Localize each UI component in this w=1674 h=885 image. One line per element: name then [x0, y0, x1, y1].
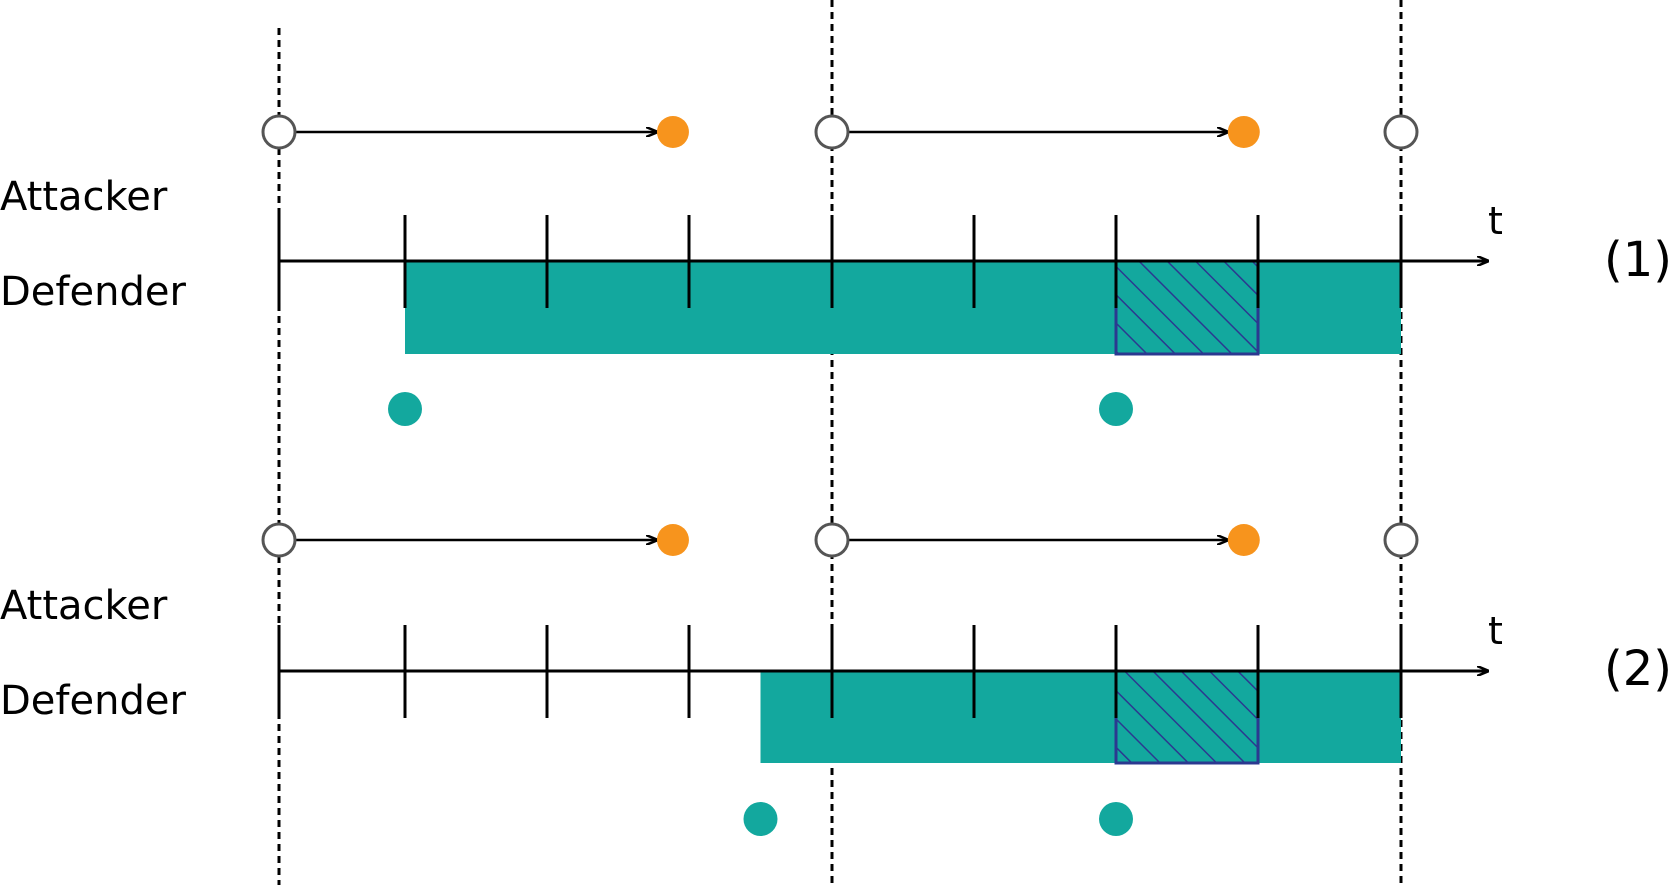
defender-label: Defender — [0, 269, 186, 315]
panel-number: (2) — [1604, 641, 1672, 697]
attacker-success-dot — [656, 524, 689, 556]
panel-number: (1) — [1604, 232, 1672, 288]
defender-move-dot — [743, 802, 778, 836]
defender-label: Defender — [0, 678, 186, 724]
overlap-hatched-region — [1114, 259, 1260, 356]
time-axis-label: t — [1488, 199, 1503, 243]
attacker-start-circle — [261, 522, 297, 558]
attacker-success-dot — [656, 116, 689, 148]
attacker-start-circle — [261, 114, 297, 150]
attacker-success-dot — [1227, 116, 1260, 148]
attacker-start-circle — [1383, 522, 1419, 558]
time-axis-label: t — [1488, 609, 1503, 653]
attacker-start-circle — [814, 114, 850, 150]
attacker-start-circle — [814, 522, 850, 558]
defender-move-dot — [388, 392, 422, 426]
attacker-label: Attacker — [0, 174, 168, 220]
defender-move-dot — [1099, 392, 1133, 426]
attacker-success-dot — [1227, 524, 1260, 556]
defender-control-bar — [760, 671, 1401, 763]
defender-move-dot — [1099, 802, 1133, 836]
attacker-label: Attacker — [0, 583, 168, 629]
overlap-hatched-region — [1114, 669, 1260, 765]
attacker-start-circle — [1383, 114, 1419, 150]
